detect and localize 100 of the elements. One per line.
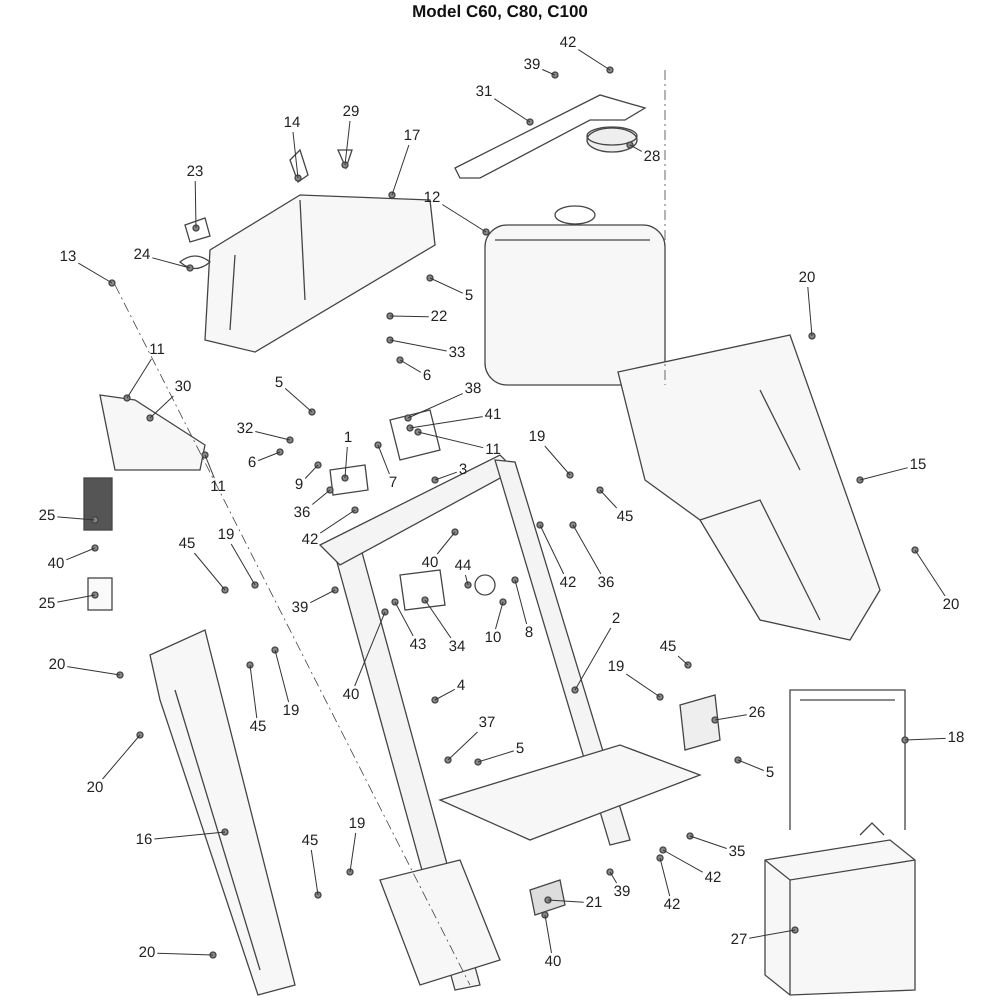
callout-number: 20 xyxy=(48,657,66,673)
leader-line xyxy=(304,464,318,479)
callout-number: 39 xyxy=(290,600,310,616)
callout-number: 36 xyxy=(596,575,616,591)
leader-line xyxy=(204,454,215,478)
callout-number: 43 xyxy=(408,637,428,653)
leader-line xyxy=(418,432,484,448)
leader-line xyxy=(442,204,486,232)
title: Model C60, C80, C100 xyxy=(412,2,588,22)
callout-number: 36 xyxy=(292,505,312,521)
callout-number: 19 xyxy=(528,429,546,445)
callout-number: 45 xyxy=(616,509,634,525)
leader-line xyxy=(394,602,414,636)
leader-line xyxy=(626,674,660,698)
leader-line xyxy=(748,930,796,939)
leader-line xyxy=(662,850,704,873)
leader-line xyxy=(548,900,584,903)
leader-line xyxy=(390,340,448,352)
leader-line xyxy=(154,832,226,840)
callout-number: 26 xyxy=(748,705,766,721)
leader-line xyxy=(310,590,336,604)
callout-number: 27 xyxy=(730,932,748,948)
callout-number: 19 xyxy=(606,659,626,675)
leader-line xyxy=(390,316,430,318)
leader-line xyxy=(56,516,96,520)
callout-number: 42 xyxy=(558,35,578,51)
callout-number: 25 xyxy=(38,508,56,524)
leader-line xyxy=(56,594,96,603)
leader-line xyxy=(102,734,140,780)
callout-number: 11 xyxy=(484,442,502,458)
leader-line xyxy=(436,532,456,554)
leader-line xyxy=(572,524,602,574)
callout-number: 12 xyxy=(422,190,442,206)
callout-number: 38 xyxy=(464,381,482,397)
leader-line xyxy=(544,446,570,476)
leader-line xyxy=(126,358,152,398)
callout-number: 21 xyxy=(584,895,604,911)
callout-number: 29 xyxy=(342,104,360,120)
leader-line xyxy=(860,467,908,480)
leader-line xyxy=(274,650,290,702)
callout-number: 7 xyxy=(388,475,398,491)
leader-line xyxy=(514,580,528,624)
leader-line xyxy=(150,396,174,418)
leader-line xyxy=(410,416,484,428)
callout-number: 5 xyxy=(464,288,474,304)
callout-number: 1 xyxy=(342,430,354,446)
leader-line xyxy=(66,666,120,676)
callout-number: 11 xyxy=(209,479,227,495)
leader-line xyxy=(678,656,688,666)
leader-line xyxy=(574,628,612,690)
callout-number: 39 xyxy=(612,884,632,900)
callout-number: 19 xyxy=(216,527,236,543)
leader-line xyxy=(312,490,330,505)
leader-line xyxy=(544,914,552,954)
leader-line xyxy=(448,732,478,760)
callout-number: 30 xyxy=(174,379,192,395)
leader-line xyxy=(434,472,458,480)
callout-number: 45 xyxy=(248,719,268,735)
leader-line xyxy=(578,49,610,70)
callout-number: 20 xyxy=(138,945,156,961)
callout-number: 35 xyxy=(728,844,746,860)
leader-line xyxy=(292,132,298,178)
leader-line xyxy=(350,832,356,872)
callout-number: 17 xyxy=(402,128,422,144)
leader-line xyxy=(230,544,256,586)
callout-number: 40 xyxy=(46,556,66,572)
leader-line xyxy=(600,490,618,508)
leader-line xyxy=(344,446,348,478)
leader-line xyxy=(392,144,410,196)
leader-line xyxy=(424,600,452,638)
callout-number: 45 xyxy=(300,833,320,849)
callout-number: 20 xyxy=(798,270,816,286)
callout-number: 15 xyxy=(908,457,928,473)
leader-line xyxy=(610,872,618,884)
leader-line xyxy=(310,850,318,896)
leader-line xyxy=(152,257,190,268)
leader-line xyxy=(258,452,280,462)
leader-line xyxy=(250,664,258,718)
callout-number: 14 xyxy=(282,115,302,131)
callout-number: 41 xyxy=(484,407,502,423)
leader-line xyxy=(408,393,464,418)
callout-number: 23 xyxy=(186,164,204,180)
callout-number: 44 xyxy=(454,558,472,574)
callout-number: 33 xyxy=(448,345,466,361)
callout-number: 5 xyxy=(764,765,776,781)
leader-line xyxy=(434,688,456,700)
callout-number: 6 xyxy=(422,368,432,384)
leader-line xyxy=(400,360,422,373)
leader-line xyxy=(78,262,112,284)
callout-number: 40 xyxy=(544,954,562,970)
callout-number: 42 xyxy=(662,897,682,913)
leader-line xyxy=(495,602,504,630)
callout-number: 22 xyxy=(430,309,448,325)
callout-number: 37 xyxy=(478,715,496,731)
callout-number: 13 xyxy=(58,249,78,265)
leader-line xyxy=(807,286,812,336)
callout-number: 24 xyxy=(132,247,152,263)
callout-number: 19 xyxy=(348,816,366,832)
leader-line xyxy=(660,858,670,896)
callout-number: 42 xyxy=(558,575,578,591)
